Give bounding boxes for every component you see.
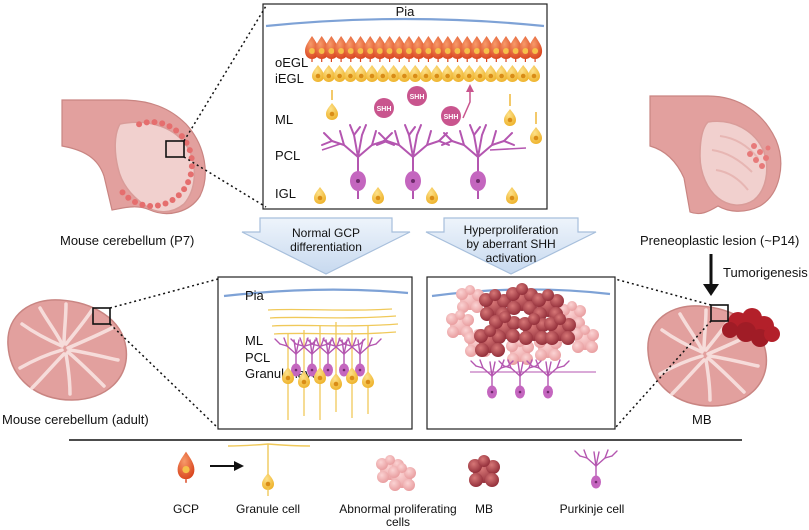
egl-dot bbox=[169, 197, 176, 203]
legend-arrow bbox=[210, 461, 244, 471]
legend-mb: MB bbox=[468, 455, 500, 516]
egl-dot bbox=[147, 203, 154, 209]
caption-mb: MB bbox=[692, 412, 712, 427]
purkinje-cells-tumor bbox=[470, 359, 596, 400]
shh-dot bbox=[441, 106, 461, 126]
egl-dot bbox=[187, 171, 194, 178]
normal-adult-panel: Pia ML PCL Granule layer bbox=[217, 276, 413, 430]
arrow-hyperproliferation: Hyperproliferation by aberrant SHH activ… bbox=[425, 217, 597, 275]
arrow-normal-differentiation: Normal GCP differentiation bbox=[241, 217, 411, 275]
legend-abnormal-cells: Abnormal proliferating cells bbox=[339, 455, 457, 529]
tumorigenesis-label: Tumorigenesis bbox=[723, 265, 808, 280]
zoom-box-mb bbox=[710, 304, 729, 322]
egl-dot bbox=[166, 123, 173, 130]
legend-purkinje-label: Purkinje cell bbox=[560, 502, 625, 516]
cerebellum-mb: MB bbox=[646, 304, 780, 427]
cerebellum-p14: Preneoplastic lesion (~P14) bbox=[640, 95, 799, 248]
egl-dot bbox=[181, 186, 188, 193]
egl-dot bbox=[173, 127, 180, 134]
egl-dot bbox=[139, 201, 146, 208]
egl-dot bbox=[188, 163, 195, 170]
tumorigenesis-arrow: Tumorigenesis bbox=[703, 254, 808, 296]
egl-dot bbox=[136, 121, 143, 128]
legend-abnormal-label: Abnormal proliferating bbox=[339, 502, 456, 516]
egl-dot bbox=[175, 192, 182, 199]
egl-dot bbox=[143, 119, 150, 126]
legend-abnormal-label2: cells bbox=[386, 515, 410, 529]
layer-label-iegl: iEGL bbox=[275, 71, 304, 86]
legend-granule-label: Granule cell bbox=[236, 502, 300, 516]
normal-pia-label: Pia bbox=[245, 288, 265, 303]
cerebellum-adult: Mouse cerebellum (adult) bbox=[2, 298, 149, 427]
egl-dot bbox=[186, 147, 193, 154]
normal-pcl-label: PCL bbox=[245, 350, 270, 365]
zoom-box-adult bbox=[92, 307, 111, 325]
pia-label: Pia bbox=[396, 4, 416, 19]
shh-label: SHH bbox=[444, 114, 459, 121]
egl-dot bbox=[151, 119, 158, 126]
arrow-right-line3: activation bbox=[486, 251, 537, 265]
egl-dot bbox=[185, 179, 192, 186]
shh-dot bbox=[374, 98, 394, 118]
egl-dot bbox=[183, 139, 190, 146]
purkinje-cells-top bbox=[321, 124, 527, 200]
legend-gcp-label: GCP bbox=[173, 502, 199, 516]
normal-ml-label: ML bbox=[245, 333, 263, 348]
egl-dot bbox=[125, 194, 132, 201]
shh-dot bbox=[407, 86, 427, 106]
caption-adult: Mouse cerebellum (adult) bbox=[2, 412, 149, 427]
arrow-right-line1: Hyperproliferation bbox=[464, 223, 559, 237]
legend-gcp: GCP bbox=[173, 450, 199, 516]
legend-granule-cell: Granule cell bbox=[227, 443, 311, 516]
caption-p7: Mouse cerebellum (P7) bbox=[60, 233, 194, 248]
egl-dots-p7 bbox=[119, 119, 195, 209]
egl-dot bbox=[178, 133, 185, 140]
layer-label-oegl: oEGL bbox=[275, 55, 308, 70]
egl-dot bbox=[162, 200, 169, 207]
egl-dot bbox=[132, 199, 138, 205]
egl-dot bbox=[159, 120, 166, 127]
tumor-panel bbox=[426, 276, 616, 430]
legend-purkinje: Purkinje cell bbox=[560, 449, 625, 516]
layer-label-ml: ML bbox=[275, 112, 293, 127]
egl-dot bbox=[154, 202, 161, 209]
shh-label: SHH bbox=[377, 106, 392, 113]
shh-signals: SHH SHH SHH bbox=[374, 84, 474, 126]
arrow-left-line1: Normal GCP bbox=[292, 226, 360, 240]
legend-mb-label: MB bbox=[475, 502, 493, 516]
caption-p14: Preneoplastic lesion (~P14) bbox=[640, 233, 799, 248]
mb-tumor bbox=[722, 308, 780, 347]
legend: GCP Granule cell Abnormal proliferating … bbox=[173, 443, 625, 529]
layer-label-pcl: PCL bbox=[275, 148, 300, 163]
shh-label: SHH bbox=[410, 94, 425, 101]
egl-panel: Pia oEGL iEGL ML PCL IGL SHH SHH SHH bbox=[262, 3, 548, 210]
pia-line bbox=[265, 17, 545, 28]
egl-dot bbox=[119, 189, 126, 196]
layer-label-igl: IGL bbox=[275, 186, 296, 201]
egl-dot bbox=[188, 155, 195, 162]
arrow-right-line2: by aberrant SHH bbox=[466, 237, 555, 251]
arrow-left-line2: differentiation bbox=[290, 240, 362, 254]
zoom-box-p7 bbox=[165, 140, 185, 158]
migrating-granule-cells bbox=[314, 90, 542, 204]
cerebellum-p7: Mouse cerebellum (P7) bbox=[60, 99, 206, 248]
